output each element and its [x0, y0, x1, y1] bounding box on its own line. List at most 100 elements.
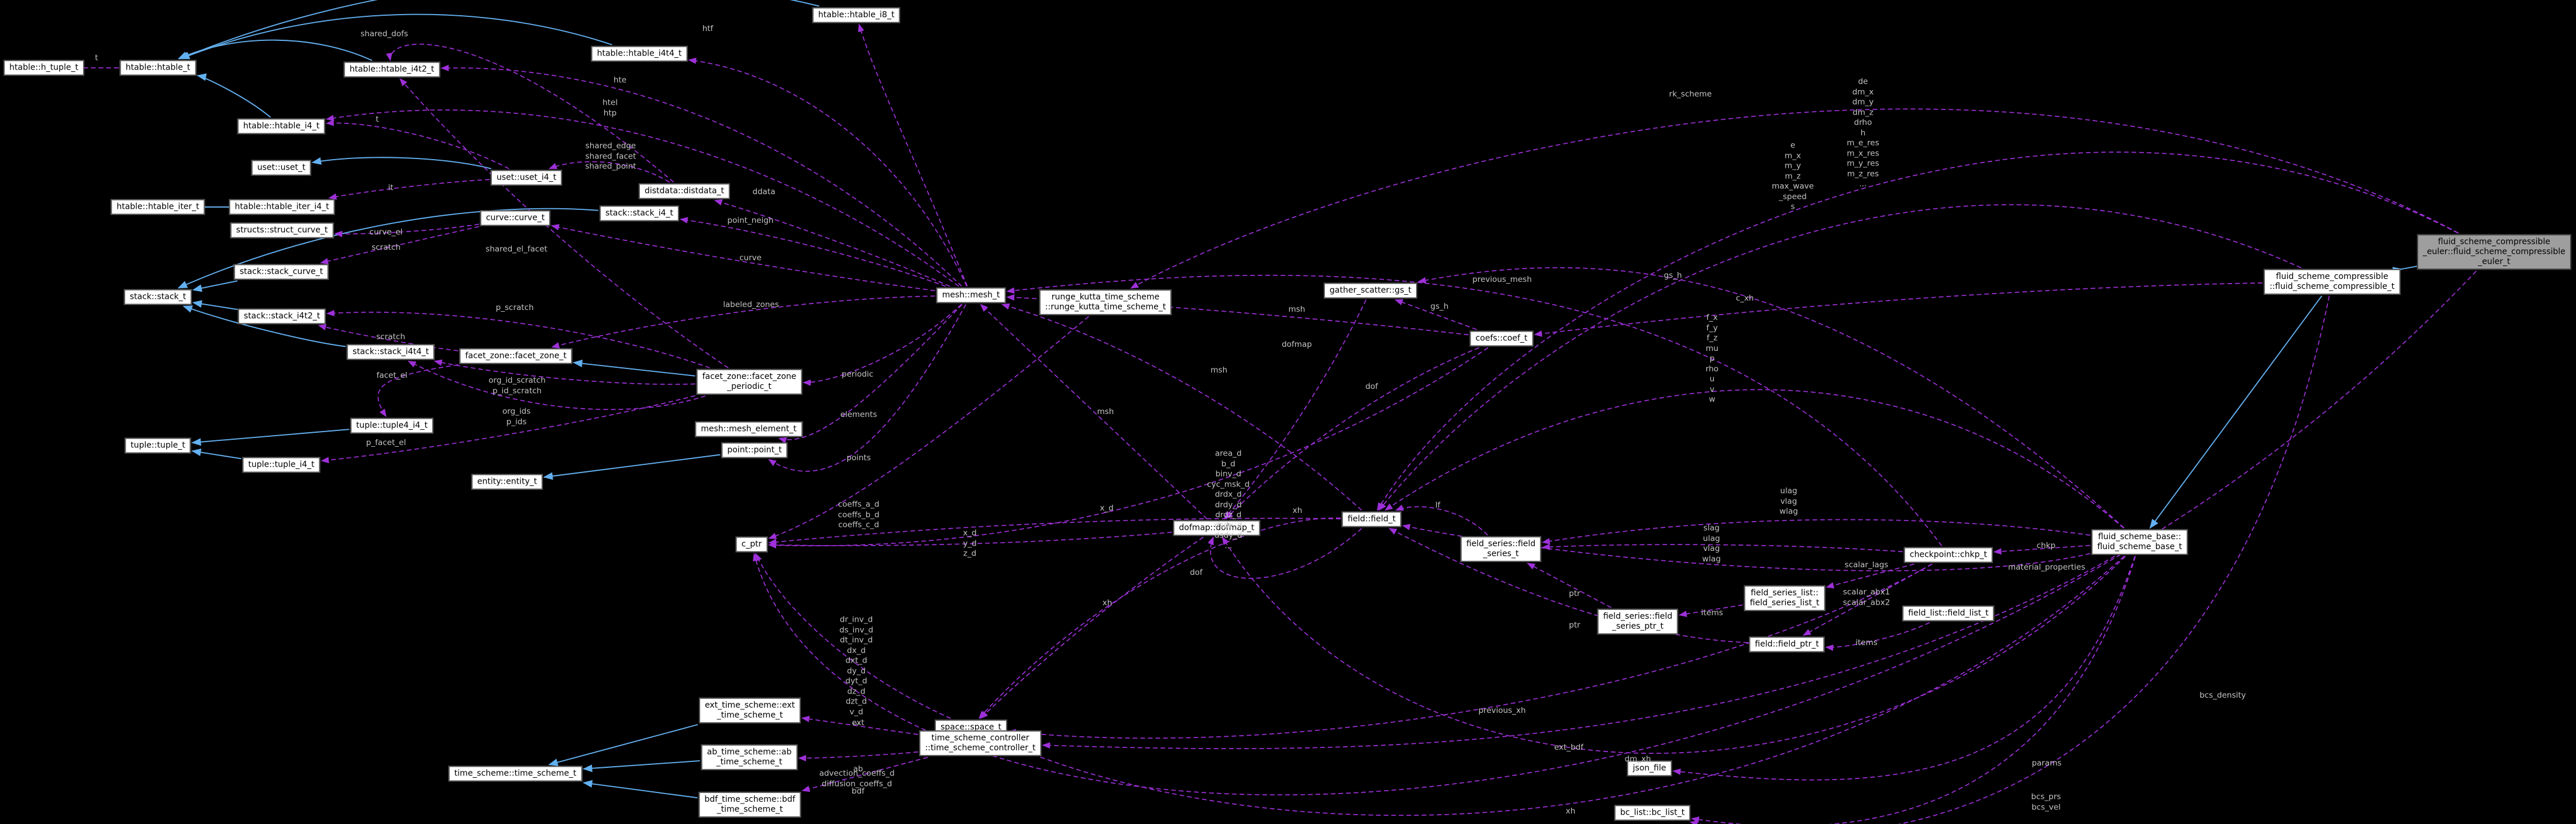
- node-c-ptr[interactable]: c_ptr: [735, 536, 768, 553]
- node-uset-t[interactable]: uset::uset_t: [251, 160, 312, 176]
- edge-distdata-t--uset-i4-t: [549, 161, 670, 183]
- node-dofmap-t[interactable]: dofmap::dofmap_t: [1173, 520, 1261, 536]
- node-fluid-scheme-base-t[interactable]: fluid_scheme_base:: fluid_scheme_base_t: [2091, 529, 2188, 556]
- edge-htable-i4-t--htable-t: [197, 73, 271, 118]
- edge-bdf-time-scheme-t--time-scheme-t: [583, 780, 698, 799]
- edge-chkp-t--field-series-t: [1541, 543, 1903, 553]
- edge-mesh-t--mesh-element-t: [778, 304, 963, 444]
- node-json-file[interactable]: json_file: [1627, 760, 1672, 777]
- node-entity-t[interactable]: entity::entity_t: [471, 474, 543, 490]
- edge-mesh-t--curve-t: [550, 224, 935, 291]
- node-stack-t[interactable]: stack::stack_t: [123, 289, 192, 305]
- node-runge-kutta-t[interactable]: runge_kutta_time_scheme ::runge_kutta_ti…: [1039, 289, 1172, 316]
- node-bdf-time-scheme-t[interactable]: bdf_time_scheme::bdf _time_scheme_t: [698, 791, 801, 818]
- edge-curve-t--stack-curve-t: [320, 226, 480, 265]
- edge-stack-curve-t--stack-t: [192, 280, 237, 292]
- node-struct-curve-t[interactable]: structs::struct_curve_t: [230, 222, 334, 239]
- node-uset-i4-t[interactable]: uset::uset_i4_t: [490, 170, 563, 186]
- edge-dofmap-t--space-t: [980, 536, 1204, 719]
- node-tuple-i4-t[interactable]: tuple::tuple_i4_t: [242, 457, 321, 473]
- edge-facet-zone-t--tuple4-i4-t: [377, 364, 459, 418]
- edge-uset-i4-t--uset-t: [311, 157, 492, 170]
- edge-facet-zone-periodic-t--stack-i4t2-t: [326, 309, 710, 368]
- edge-mesh-t--stack-i4-t: [679, 217, 946, 287]
- node-stack-i4t2-t[interactable]: stack::stack_i4t2_t: [237, 308, 326, 325]
- node-distdata-t[interactable]: distdata::distdata_t: [638, 183, 731, 199]
- edge-coef-t--gs-t: [1394, 299, 1477, 330]
- node-field-t[interactable]: field::field_t: [1341, 511, 1402, 528]
- node-ext-time-scheme-t[interactable]: ext_time_scheme::ext _time_scheme_t: [698, 697, 801, 724]
- node-field-series-t[interactable]: field_series::field _series_t: [1460, 536, 1542, 563]
- node-time-scheme-t[interactable]: time_scheme::time_scheme_t: [448, 766, 583, 782]
- edge-ab-time-scheme-t--time-scheme-t: [583, 760, 700, 773]
- edge-fluid-scheme-base-t--space-t: [990, 556, 2125, 816]
- edge-fluid-scheme-compressible-t--fluid-scheme-base-t: [2149, 295, 2323, 529]
- node-gs-t[interactable]: gather_scatter::gs_t: [1324, 282, 1417, 299]
- edge-fluid-scheme-compressible-t--coef-t: [1534, 282, 2263, 337]
- node-field-list-t[interactable]: field_list::field_list_t: [1902, 605, 1995, 622]
- node-point-t[interactable]: point::point_t: [721, 442, 788, 458]
- edge-dofmap-t--mesh-t: [980, 304, 1208, 520]
- node-stack-i4t4-t[interactable]: stack::stack_i4t4_t: [346, 344, 435, 360]
- edge-distdata-t--htable-i4t2-t: [385, 43, 674, 183]
- edge-fluid-scheme-compressible-euler-t--c-ptr: [753, 270, 2477, 796]
- edge-mesh-t--facet-zone-periodic-t: [803, 304, 962, 386]
- node-stack-curve-t[interactable]: stack::stack_curve_t: [233, 264, 329, 280]
- edge-fluid-scheme-base-t--field-series-t: [1541, 519, 2091, 544]
- node-curve-t[interactable]: curve::curve_t: [480, 210, 551, 226]
- node-htable-i8-t[interactable]: htable::htable_i8_t: [812, 7, 901, 23]
- node-htable-iter-t[interactable]: htable::htable_iter_t: [111, 199, 205, 215]
- edge-fluid-scheme-compressible-t--field-t: [1378, 204, 2302, 511]
- node-h-tuple-t[interactable]: htable::h_tuple_t: [4, 60, 84, 76]
- node-mesh-t[interactable]: mesh::mesh_t: [936, 287, 1006, 304]
- edge-field-t--mesh-t: [1001, 303, 1362, 511]
- node-fluid-scheme-compressible-t[interactable]: fluid_scheme_compressible ::fluid_scheme…: [2264, 268, 2401, 295]
- node-fluid-scheme-compressible-euler-t[interactable]: fluid_scheme_compressible _euler::fluid_…: [2417, 234, 2571, 270]
- node-facet-zone-t[interactable]: facet_zone::facet_zone_t: [459, 348, 573, 364]
- edge-field-series-list-t--field-series-ptr-t: [1678, 604, 1743, 618]
- edge-mesh-t--distdata-t: [714, 199, 950, 287]
- edge-fluid-scheme-base-t--gs-t: [1417, 267, 2125, 529]
- node-field-series-ptr-t[interactable]: field_series::field _series_ptr_t: [1597, 608, 1679, 635]
- edge-field-series-ptr-t--field-series-t: [1527, 563, 1612, 608]
- node-tuple4-i4-t[interactable]: tuple::tuple4_i4_t: [350, 418, 434, 434]
- edge-time-scheme-controller-t--bdf-time-scheme-t: [801, 757, 928, 792]
- node-facet-zone-periodic-t[interactable]: facet_zone::facet_zone _periodic_t: [696, 368, 803, 395]
- edge-field-ptr-t--field-t: [1388, 528, 1748, 643]
- node-ab-time-scheme-t[interactable]: ab_time_scheme::ab _time_scheme_t: [701, 744, 798, 771]
- edge-facet-zone-periodic-t--stack-i4t4-t: [408, 360, 706, 411]
- node-mesh-element-t[interactable]: mesh::mesh_element_t: [695, 421, 803, 437]
- edge-field-series-t--field-t: [1395, 504, 1488, 536]
- node-htable-t[interactable]: htable::htable_t: [119, 60, 197, 76]
- node-chkp-t[interactable]: checkpoint::chkp_t: [1903, 547, 1993, 563]
- edge-runge-kutta-t--c-ptr: [768, 316, 1089, 539]
- edge-fluid-scheme-compressible-euler-t--field-t: [1376, 151, 2458, 511]
- node-htable-iter-i4-t[interactable]: htable::htable_iter_i4_t: [229, 199, 335, 215]
- edge-chkp-t--mesh-t: [1006, 274, 1943, 547]
- edge-facet-zone-periodic-t--tuple-i4-t: [321, 395, 695, 464]
- node-htable-i4t2-t[interactable]: htable::htable_i4t2_t: [343, 61, 440, 78]
- node-coef-t[interactable]: coefs::coef_t: [1469, 330, 1534, 347]
- edge-coef-t--dofmap-t: [1225, 347, 1480, 520]
- node-field-ptr-t[interactable]: field::field_ptr_t: [1749, 636, 1825, 653]
- node-stack-i4-t[interactable]: stack::stack_i4_t: [599, 205, 680, 222]
- node-tuple-t[interactable]: tuple::tuple_t: [125, 437, 191, 454]
- edge-stack-i4t2-t--stack-t: [192, 300, 237, 310]
- edge-fluid-scheme-base-t--json-file: [1672, 556, 2136, 781]
- node-bc-list-t[interactable]: bc_list::bc_list_t: [1614, 805, 1691, 821]
- edge-point-t--entity-t: [543, 454, 721, 480]
- node-field-series-list-t[interactable]: field_series_list:: field_series_list_t: [1744, 585, 1826, 612]
- edge-dofmap-t--c-ptr: [768, 532, 1172, 549]
- edge-fluid-scheme-base-t--chkp-t: [1993, 544, 2091, 555]
- edge-htable-i8-t--htable-t: [179, 0, 819, 60]
- node-htable-i4-t[interactable]: htable::htable_i4_t: [237, 118, 326, 135]
- edge-ext-time-scheme-t--time-scheme-t: [548, 724, 698, 766]
- node-time-scheme-controller-t[interactable]: time_scheme_controller ::time_scheme_con…: [919, 730, 1042, 757]
- edge-fluid-scheme-base-t--field-t: [1385, 389, 2124, 529]
- edge-facet-zone-periodic-t--htable-i4t2-t: [399, 78, 729, 368]
- node-htable-i4t4-t[interactable]: htable::htable_i4t4_t: [591, 46, 688, 62]
- edge-time-scheme-controller-t--ab-time-scheme-t: [798, 751, 918, 761]
- edge-field-t--space-t: [979, 518, 1341, 719]
